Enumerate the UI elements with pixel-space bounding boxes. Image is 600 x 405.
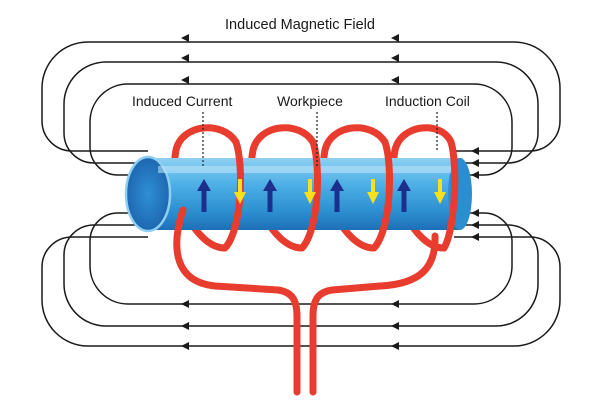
arrow-up-icon: [330, 179, 344, 212]
coil-lead-right: [309, 232, 439, 396]
field-arrow-icon: [181, 342, 189, 350]
workpiece-highlight: [158, 166, 454, 173]
field-arrow-icon: [471, 209, 479, 217]
field-arrow-icon: [181, 322, 189, 330]
title-label: Induced Magnetic Field: [225, 17, 375, 33]
field-arrow-icon: [181, 76, 189, 84]
arrow-down-icon: [434, 179, 446, 204]
field-arrow-icon: [471, 233, 479, 241]
coil-back-segment: [320, 124, 389, 252]
field-arrow-icon: [391, 54, 399, 62]
workpiece-left-face: [124, 155, 172, 233]
field-arrow-icon: [181, 300, 189, 308]
field-lines-bottom: [41, 212, 561, 347]
field-line: [89, 212, 513, 305]
field-arrows: [181, 34, 479, 350]
field-arrow-icon: [181, 34, 189, 42]
field-line: [63, 224, 539, 327]
coil-back-segment: [390, 124, 455, 252]
field-line: [41, 236, 561, 347]
workpiece-label: Workpiece: [277, 93, 343, 109]
leader-lines: [202, 112, 438, 168]
current-arrows: [197, 179, 411, 212]
field-arrow-icon: [471, 159, 479, 167]
field-arrow-icon: [391, 76, 399, 84]
arrow-down-icon: [367, 179, 379, 204]
field-arrow-icon: [471, 147, 479, 155]
coil-front-segment: [440, 138, 459, 252]
field-arrow-icon: [181, 54, 189, 62]
field-arrow-icon: [391, 300, 399, 308]
field-lines-top: [41, 41, 561, 176]
arrow-down-icon: [304, 179, 316, 204]
field-arrow-icon: [391, 342, 399, 350]
field-arrow-icon: [391, 322, 399, 330]
field-arrow-icon: [471, 171, 479, 179]
induced-current-label: Induced Current: [132, 93, 233, 109]
arrow-down-icon: [234, 179, 246, 204]
coil-back-turns: [171, 124, 455, 252]
field-line: [41, 41, 561, 152]
field-line: [63, 61, 539, 164]
coil-front-segment: [370, 138, 394, 252]
arrow-up-icon: [263, 179, 277, 212]
arrow-up-icon: [397, 179, 411, 212]
field-arrow-icon: [391, 34, 399, 42]
arrow-up-icon: [197, 179, 211, 212]
coil-lead-left: [173, 206, 301, 396]
coil-leads: [173, 206, 439, 396]
field-arrow-icon: [471, 221, 479, 229]
induction-coil-label: Induction Coil: [385, 93, 470, 109]
coil-arrows: [234, 179, 446, 204]
coil-back-segment: [171, 124, 240, 252]
field-line: [89, 83, 513, 176]
coil-back-segment: [248, 124, 317, 252]
coil-front-segment: [298, 138, 322, 252]
